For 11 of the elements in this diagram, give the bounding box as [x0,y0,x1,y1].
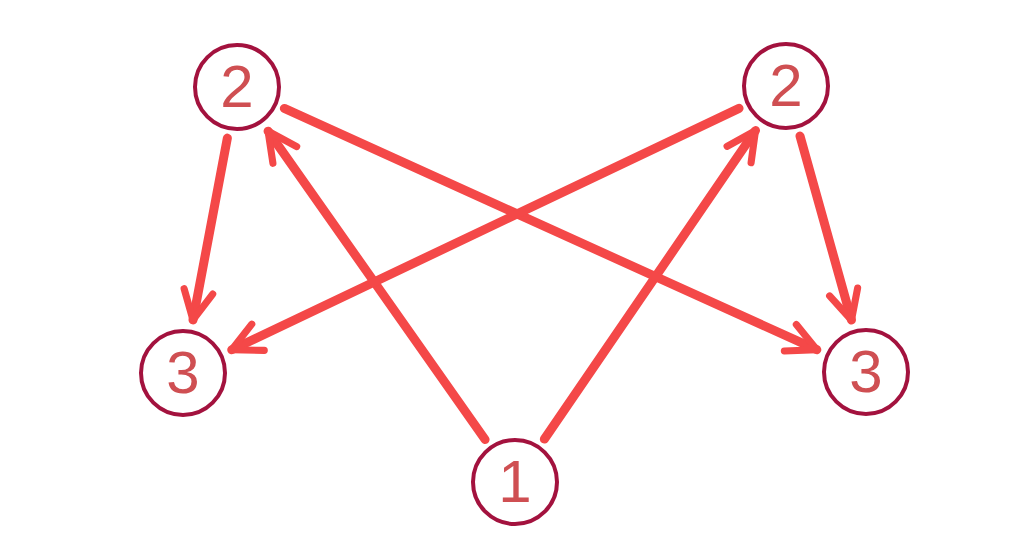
step-number: 1 [498,452,532,512]
step-number: 3 [849,342,883,402]
arrow [539,126,760,444]
arrow [279,103,822,355]
step-number: 2 [769,56,803,116]
arrow [227,103,744,355]
arrow [263,126,490,444]
step-number: 2 [220,57,254,117]
arrow [795,131,862,325]
arrow [180,133,232,325]
step-number: 3 [166,343,200,403]
